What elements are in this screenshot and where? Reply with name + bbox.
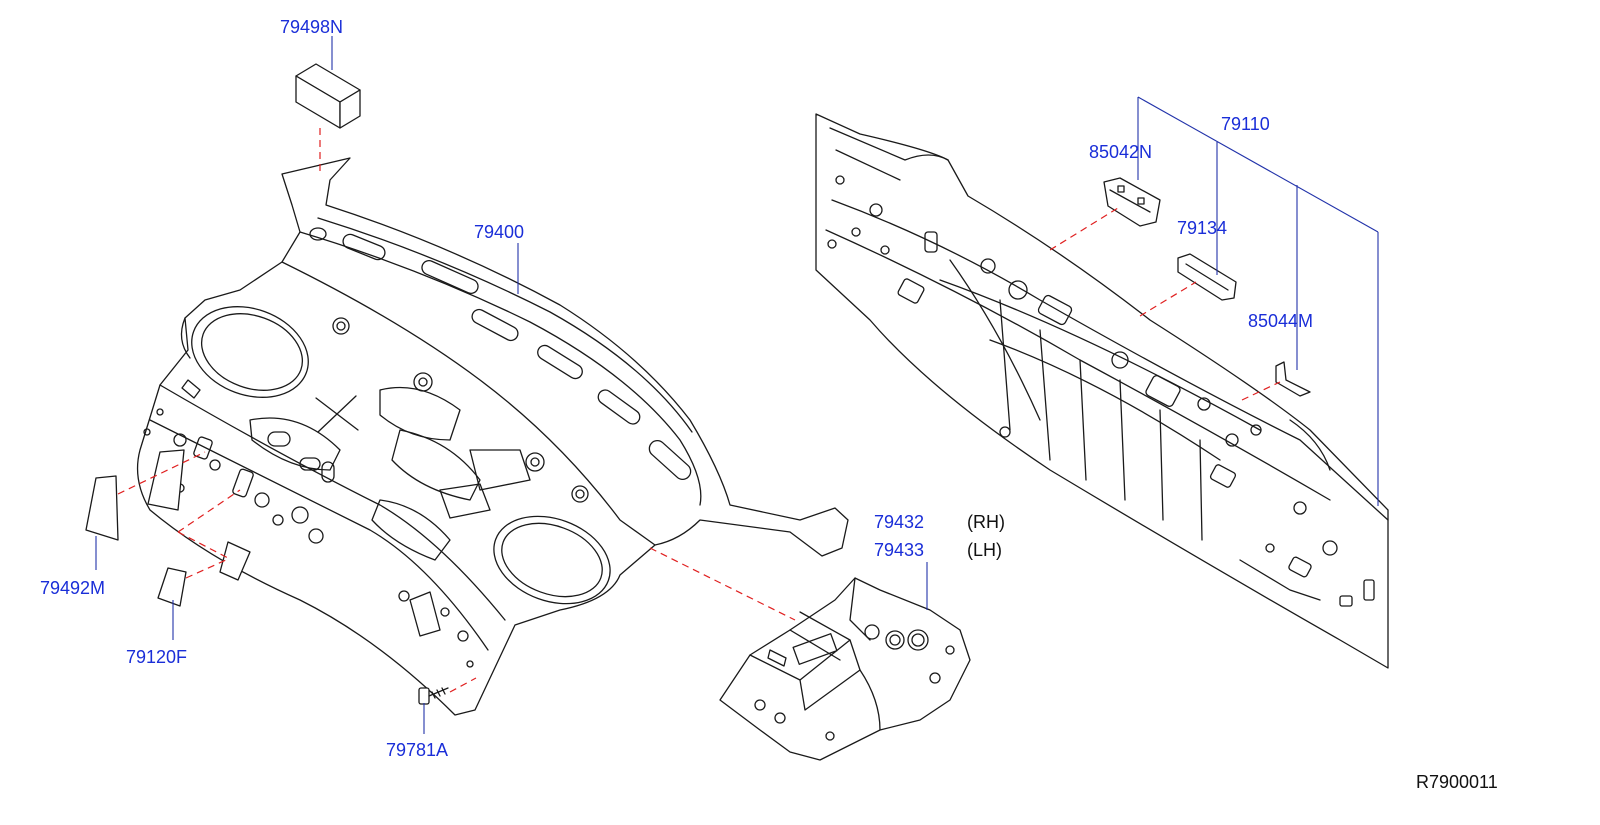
label-79120F: 79120F [126,647,187,667]
label-79433: 79433 [874,540,924,560]
label-79134: 79134 [1177,218,1227,238]
part-85044M-bracket [1275,361,1311,397]
label-79492M: 79492M [40,578,105,598]
label-79781A: 79781A [386,740,448,760]
label-85044M: 85044M [1248,311,1313,331]
label-79432: 79432 [874,512,924,532]
part-79110-rear-panel [815,113,1389,669]
reference-code: R7900011 [1416,772,1498,792]
label-79110: 79110 [1221,114,1270,134]
leader-lines [95,36,1379,734]
label-79498N: 79498N [280,17,343,37]
dashed-guides [117,128,1281,693]
part-79400-rear-parcel-shelf [136,157,849,716]
part-79492M-pads [85,449,185,541]
part-79134-bracket [1177,253,1237,301]
part-85042N-bracket [1103,177,1161,227]
part-79781A-bolt [418,687,449,705]
part-79498N-insulator [295,63,361,129]
part-79120F-pads [157,541,251,607]
label-rh: (RH) [967,512,1005,532]
label-85042N: 85042N [1089,142,1152,162]
label-79400: 79400 [474,222,524,242]
label-lh: (LH) [967,540,1002,560]
part-79432-79433-extension [719,577,971,761]
